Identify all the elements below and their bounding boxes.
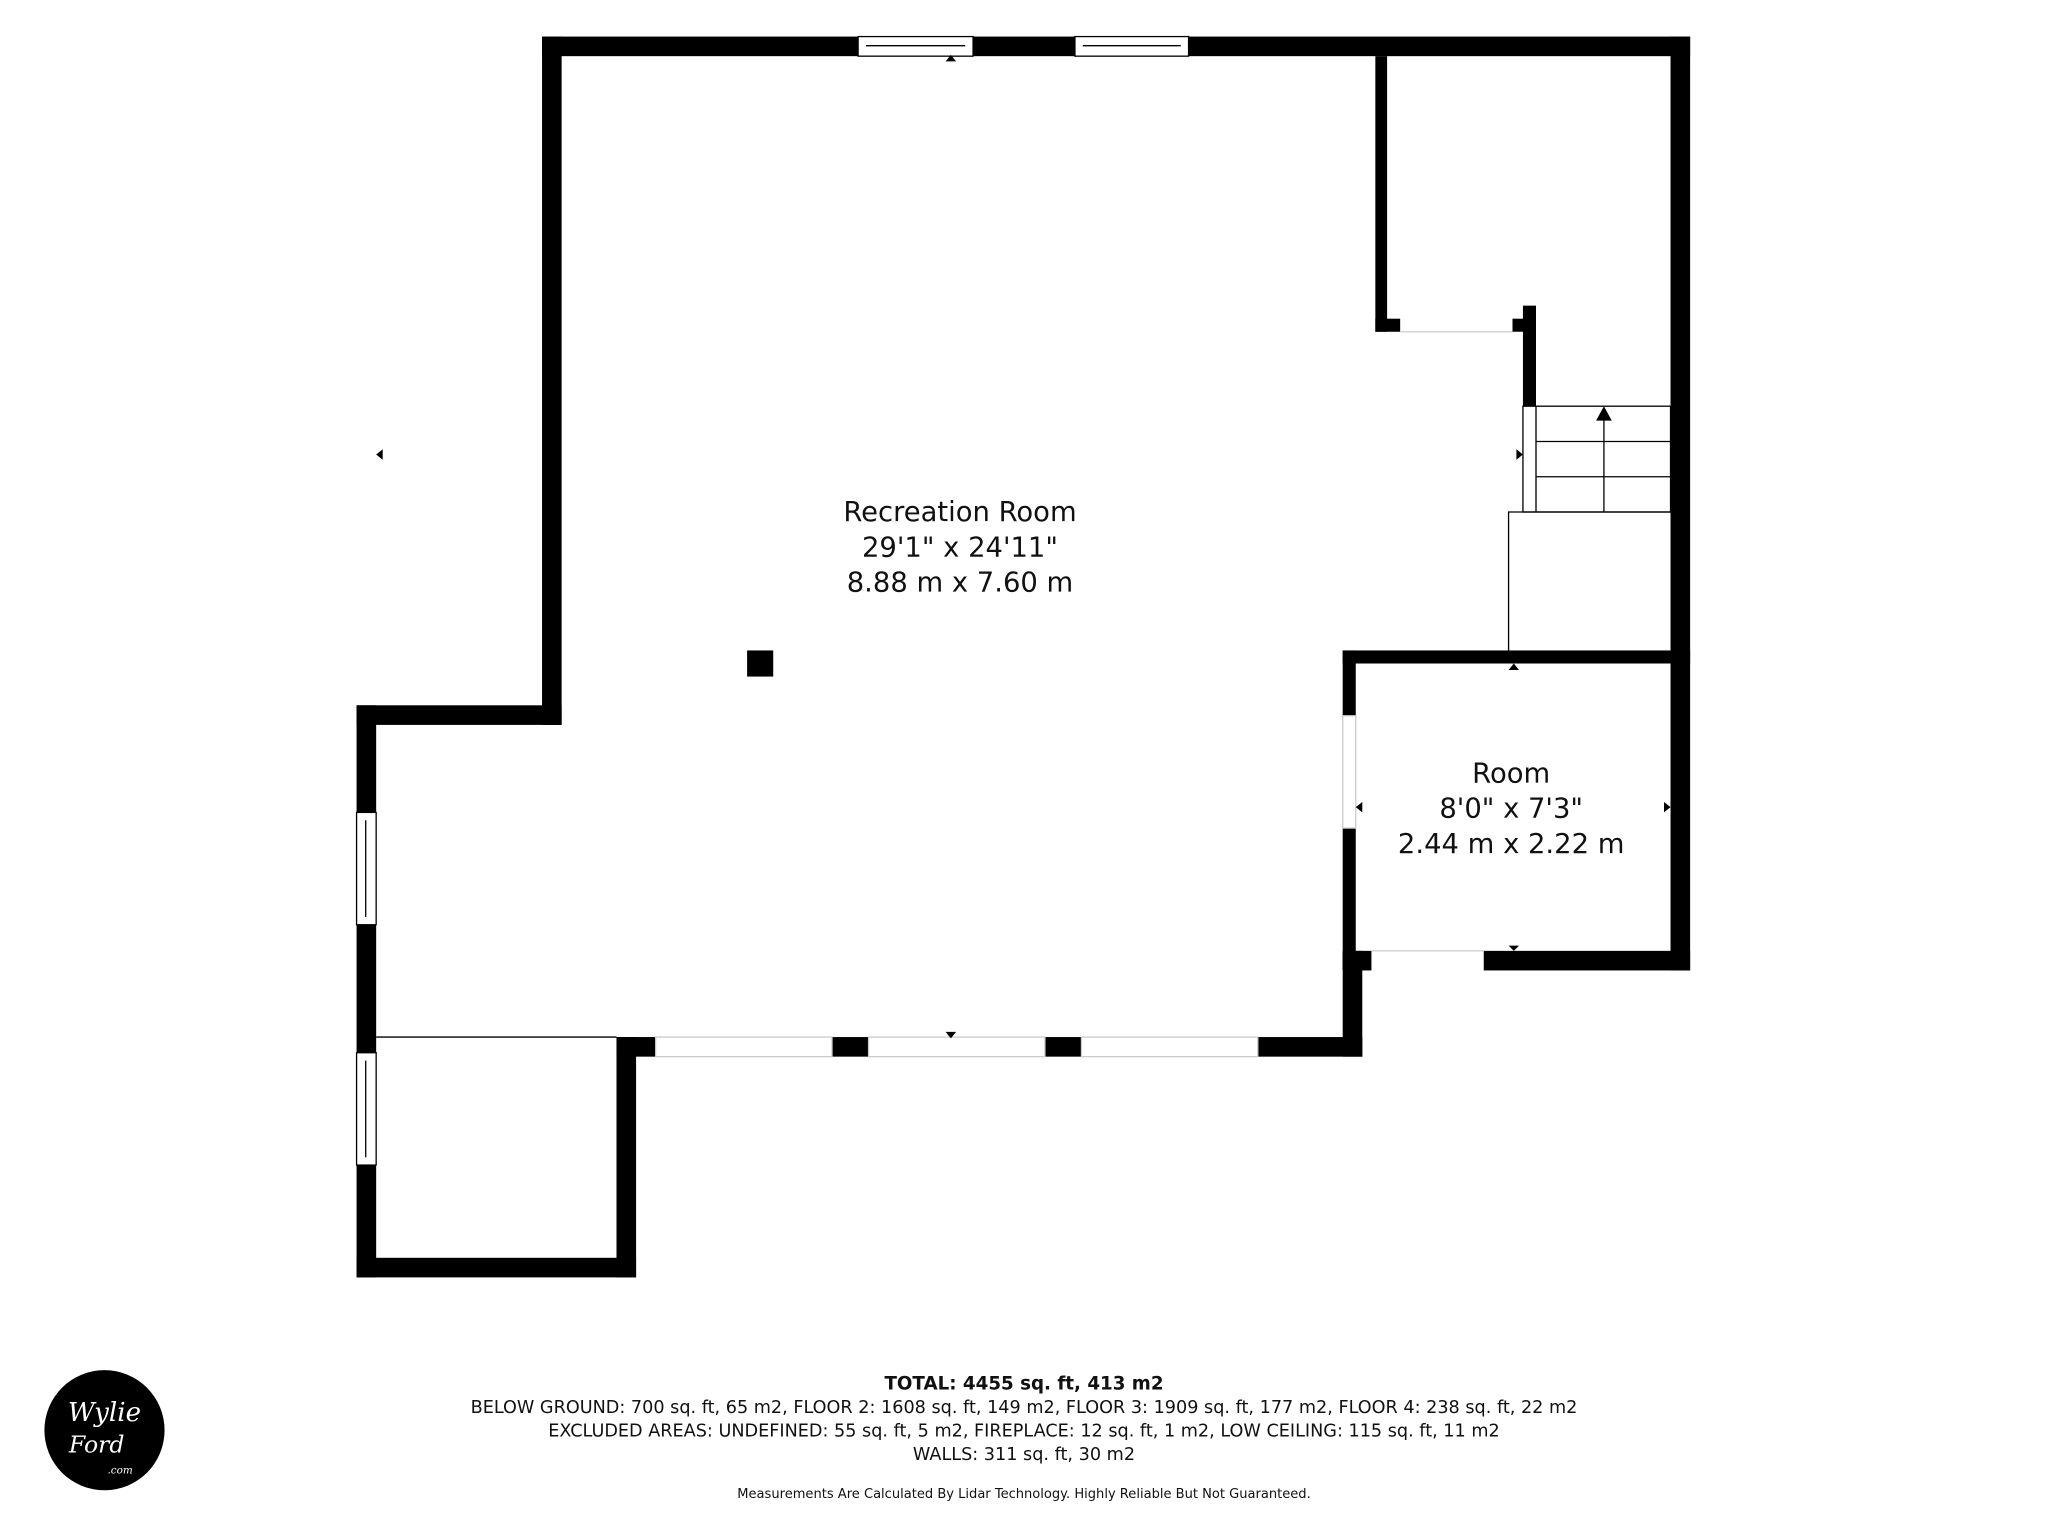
area-summary: TOTAL: 4455 sq. ft, 413 m2 BELOW GROUND:… (471, 1374, 1578, 1502)
logo-line3: .com (107, 1464, 132, 1476)
floor-areas: BELOW GROUND: 700 sq. ft, 65 m2, FLOOR 2… (471, 1398, 1578, 1418)
logo: Wylie Ford .com (44, 1370, 165, 1491)
room-dim-imperial: 8'0" x 7'3" (1439, 794, 1583, 825)
excluded-areas: EXCLUDED AREAS: UNDEFINED: 55 sq. ft, 5 … (548, 1422, 1499, 1442)
room-dim-imperial: 29'1" x 24'11" (862, 532, 1058, 563)
doorways (655, 331, 1513, 1058)
room-dim-metric: 2.44 m x 2.22 m (1398, 829, 1625, 860)
room-label-recreation: Recreation Room 29'1" x 24'11" 8.88 m x … (843, 497, 1076, 599)
stairs (376, 405, 1672, 1038)
column (747, 650, 774, 677)
logo-line1: Wylie (68, 1398, 141, 1428)
windows (355, 35, 1190, 1166)
room-label-room: Room 8'0" x 7'3" 2.44 m x 2.22 m (1398, 758, 1625, 860)
stair-arrow-icon (1596, 406, 1612, 421)
walls (356, 36, 1691, 1278)
disclaimer: Measurements Are Calculated By Lidar Tec… (737, 1487, 1310, 1502)
markers (376, 54, 1671, 1039)
walls-area: WALLS: 311 sq. ft, 30 m2 (913, 1445, 1135, 1465)
logo-line2: Ford (68, 1430, 124, 1458)
room-dim-metric: 8.88 m x 7.60 m (847, 568, 1074, 599)
room-name: Room (1472, 758, 1550, 789)
room-name: Recreation Room (843, 497, 1076, 528)
total-area: TOTAL: 4455 sq. ft, 413 m2 (884, 1374, 1163, 1395)
